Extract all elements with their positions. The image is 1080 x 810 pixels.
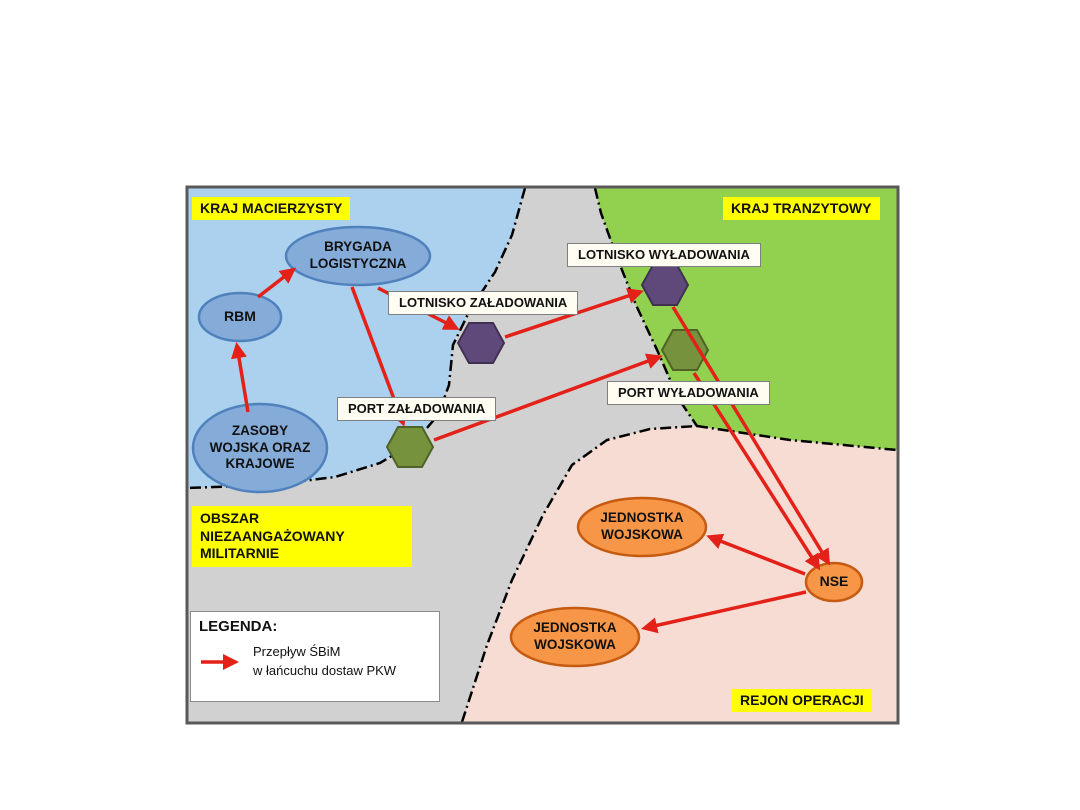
brygada-logistyczna-node [284, 225, 432, 287]
rbm-label: RBM [224, 308, 256, 325]
jednostka-wojskowa-1-node [576, 496, 708, 558]
legend-flow-label: Przepływ ŚBiM w łańcuchu dostaw PKW [253, 643, 396, 681]
jednostka-wojskowa-2-label: JEDNOSTKA WOJSKOWA [533, 620, 617, 652]
nse-label: NSE [819, 573, 849, 590]
legend-title: LEGENDA: [199, 618, 278, 635]
site-tag-port-wyladowania: PORT WYŁADOWANIA [607, 381, 770, 405]
site-tag-port-zaladowania: PORT ZAŁADOWANIA [337, 397, 497, 421]
zasoby-node [191, 402, 329, 494]
rbm-node [197, 291, 283, 343]
region-tag-kraj-tranzytowy: KRAJ TRANZYTOWY [723, 197, 880, 220]
region-tag-kraj-macierzysty: KRAJ MACIERZYSTY [192, 197, 351, 220]
arrow-seaport-loading-to-seaport-unloading [433, 353, 663, 442]
brygada-logistyczna-label: BRYGADA LOGISTYCZNA [309, 239, 407, 271]
site-tag-lotnisko-wyladowania: LOTNISKO WYŁADOWANIA [567, 243, 761, 267]
home-country-border [187, 187, 527, 490]
jednostka-wojskowa-1-label: JEDNOSTKA WOJSKOWA [600, 510, 684, 542]
region-tag-obszar-niezaangazowany: OBSZAR NIEZAANGAŻOWANY MILITARNIE [192, 506, 412, 567]
flow-arrow-icon [201, 653, 240, 670]
arrow-zasoby-to-rbm [231, 342, 250, 413]
arrow-seaport-unloading-to-nse [692, 372, 821, 571]
operations-region-border [460, 424, 698, 723]
jednostka-wojskowa-2-node [509, 606, 641, 668]
legend-flow-label-line1: Przepływ ŚBiM [253, 644, 341, 659]
legend: LEGENDA: Przepływ ŚBiM w łańcuchu dostaw… [190, 611, 440, 702]
arrow-airport-unloading-to-nse [671, 306, 831, 566]
nse-node [804, 561, 864, 603]
diagram-frame [185, 185, 900, 725]
arrow-rbm-to-brygada [256, 267, 297, 299]
site-tag-lotnisko-zaladowania: LOTNISKO ZAŁADOWANIA [388, 291, 579, 315]
legend-flow-label-line2: w łańcuchu dostaw PKW [253, 662, 397, 678]
transit-operations-border [696, 424, 898, 452]
zasoby-label: ZASOBY WOJSKA ORAZ KRAJOWE [209, 422, 311, 472]
seaport-unloading-hexagon [660, 329, 710, 371]
airport-unloading-hexagon [640, 264, 690, 306]
region-tag-rejon-operacji: REJON OPERACJI [732, 689, 872, 712]
arrow-nse-to-jednostka-1 [706, 533, 806, 576]
seaport-loading-hexagon [385, 426, 435, 468]
arrow-nse-to-jednostka-2 [641, 590, 807, 634]
airport-loading-hexagon [456, 322, 506, 364]
